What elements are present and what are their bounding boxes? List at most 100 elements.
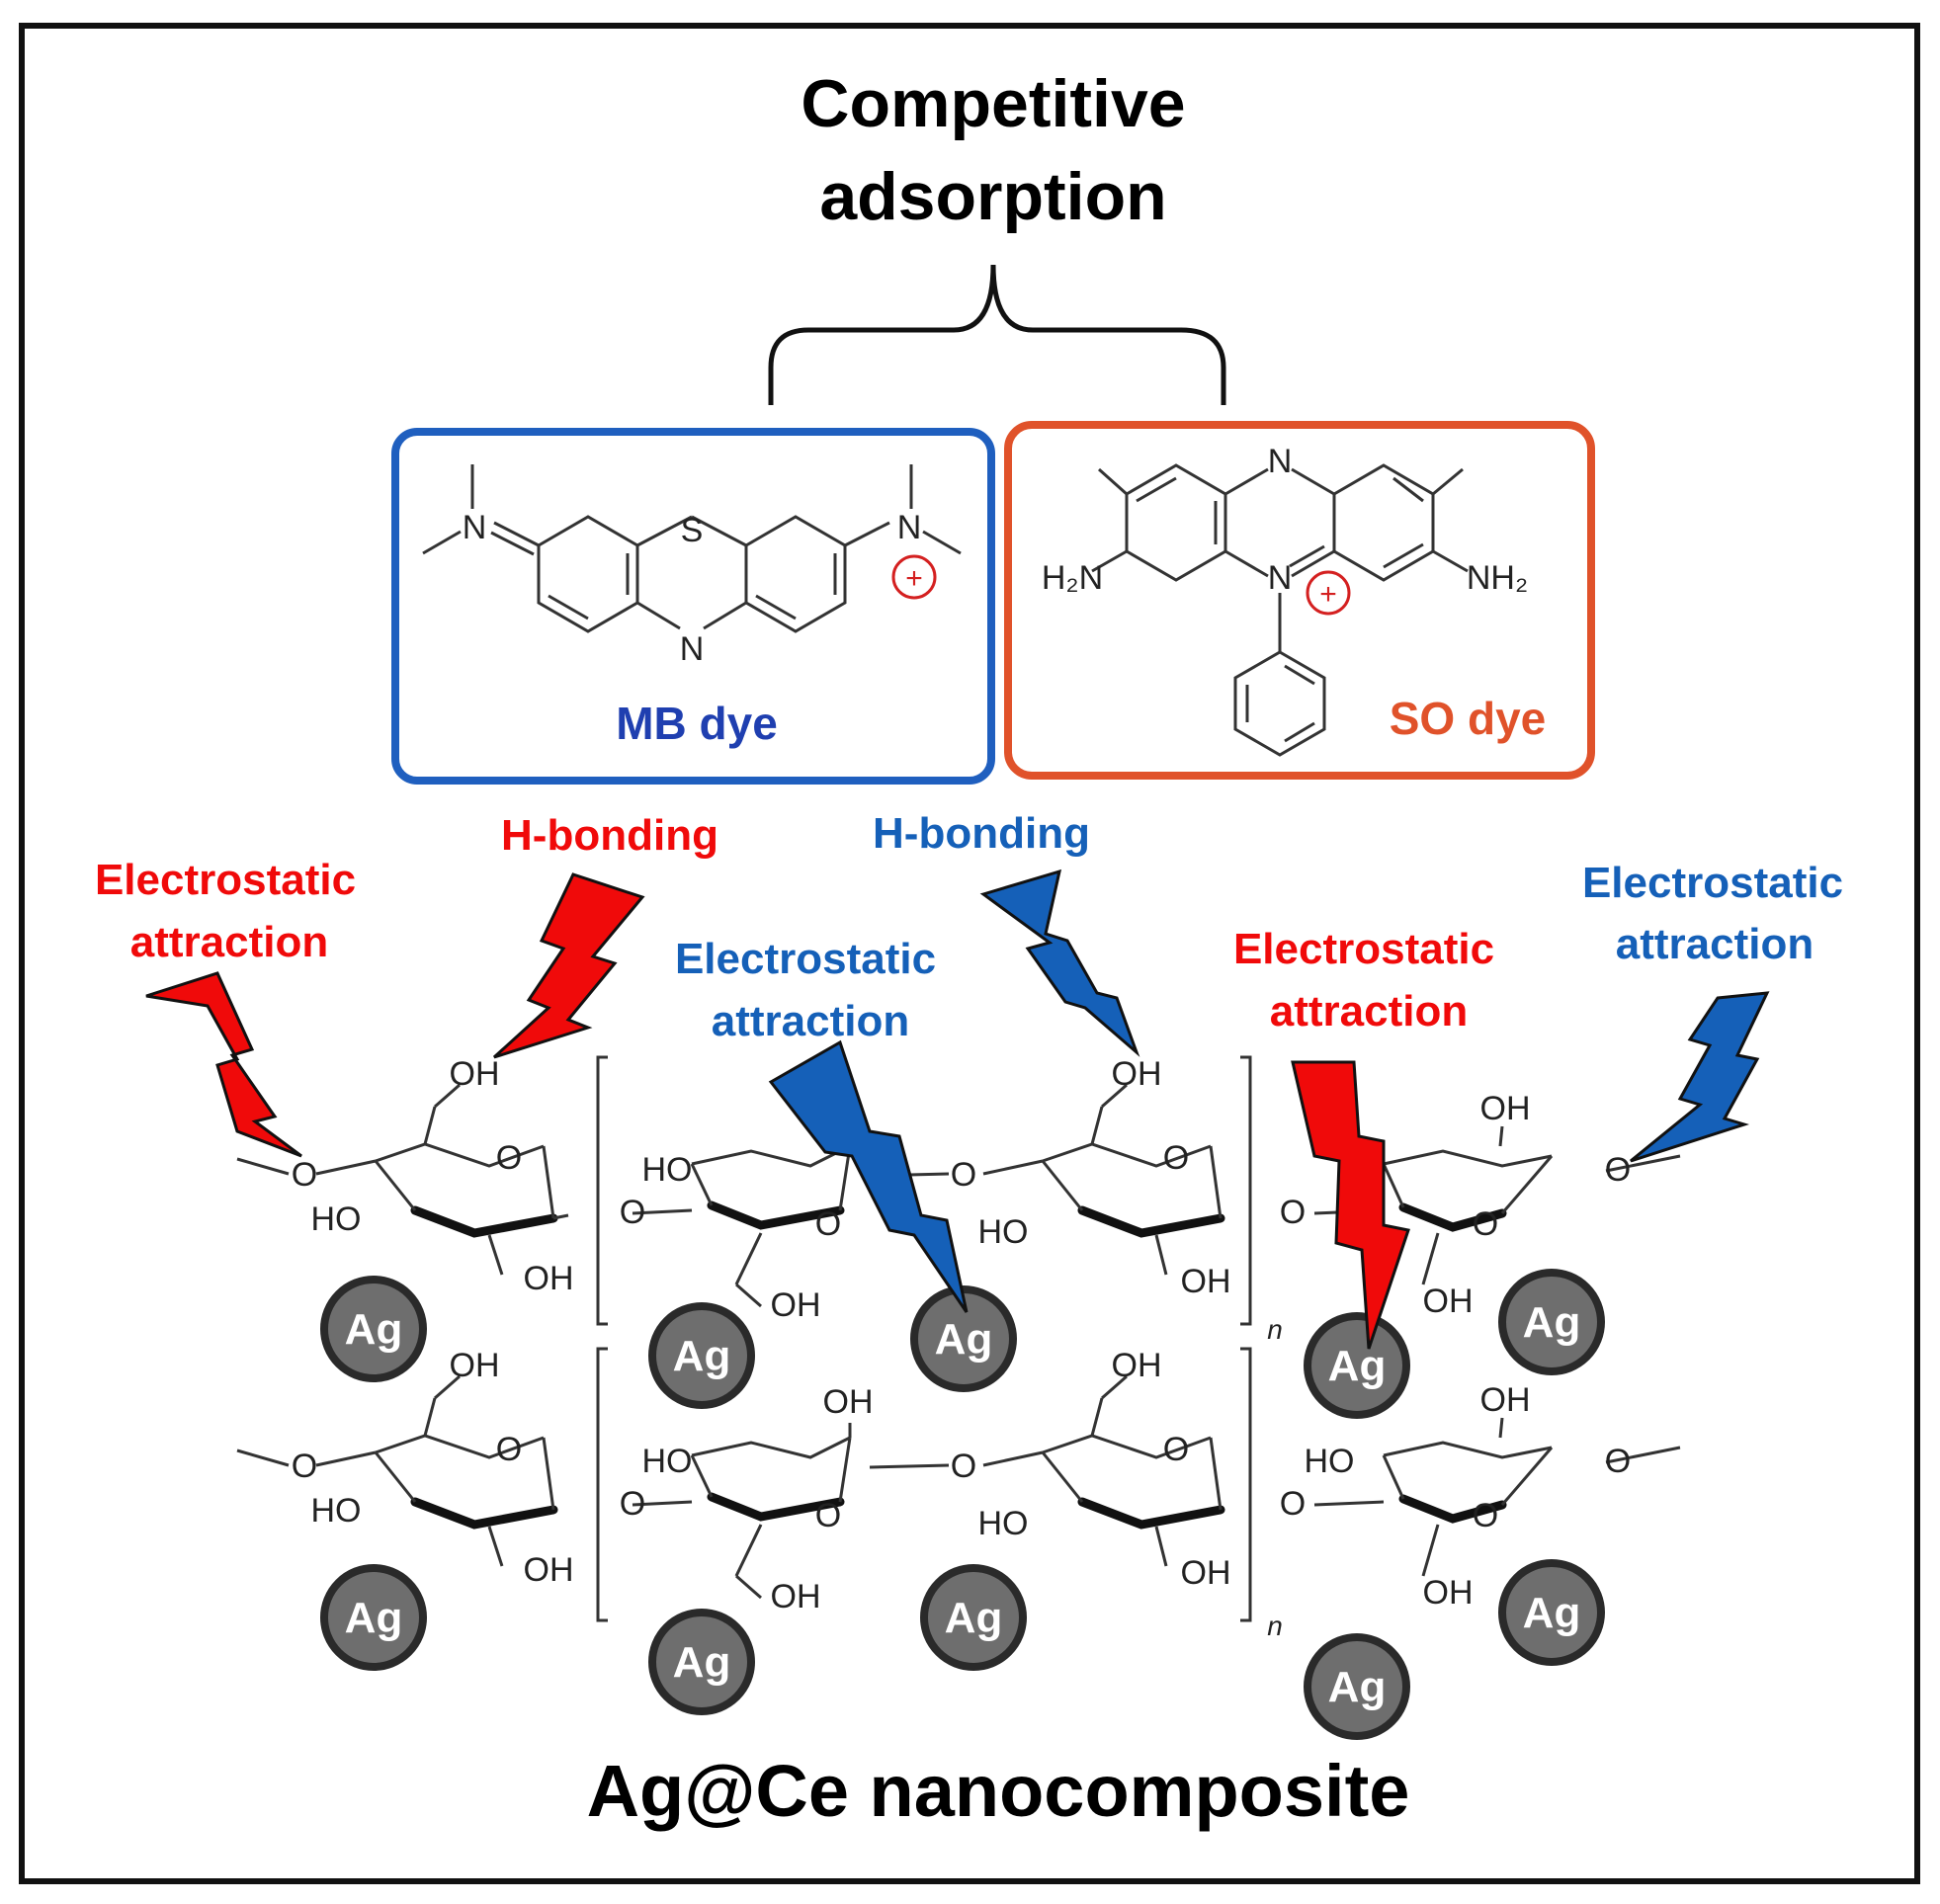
atom-label: O: [292, 1156, 317, 1194]
lightning-bolt-icon: [1630, 991, 1770, 1163]
atom-label: OH: [1423, 1574, 1474, 1612]
atom-label: OH: [1480, 1090, 1531, 1127]
atom-label: O: [951, 1448, 976, 1485]
label-electrostatic-3-line2: attraction: [1270, 987, 1468, 1035]
atom-label: HO: [311, 1200, 362, 1238]
curly-brace: [768, 264, 1226, 405]
ag-particle: Ag: [320, 1276, 427, 1382]
atom-label: HO: [642, 1151, 693, 1189]
mb-dye-label: MB dye: [616, 698, 778, 749]
atom-label: OH: [1112, 1055, 1162, 1093]
atom-label: O: [951, 1156, 976, 1194]
bottom-title: Ag@Ce nanocomposite: [587, 1750, 1410, 1832]
label-electrostatic-1-line2: attraction: [130, 918, 328, 966]
atom-label: HO: [642, 1443, 693, 1480]
atom-label: OH: [524, 1260, 574, 1297]
mb-atom-n-left: N: [463, 509, 487, 546]
ag-particle: Ag: [1498, 1559, 1605, 1666]
so-dye-label: SO dye: [1390, 693, 1547, 744]
atom-label: O: [1473, 1497, 1498, 1534]
so-positive-charge-sign: +: [1319, 578, 1337, 611]
atom-label: O: [815, 1205, 841, 1243]
label-electrostatic-2-line2: attraction: [712, 997, 909, 1045]
ag-particle: Ag: [920, 1564, 1027, 1671]
atom-label: O: [1605, 1443, 1631, 1480]
ag-particle: Ag: [648, 1609, 755, 1715]
atom-label: O: [1605, 1151, 1631, 1189]
so-dye-panel: N N H₂N NH₂ + SO dye: [1004, 421, 1595, 780]
mb-structure: [422, 464, 962, 633]
ag-particle: Ag: [1498, 1269, 1605, 1375]
label-hbonding-blue: H-bonding: [873, 809, 1090, 858]
title-line-2: adsorption: [819, 159, 1166, 234]
atom-label: O: [1163, 1139, 1189, 1177]
lightning-bolt-icon: [1291, 1060, 1410, 1350]
atom-label: HO: [1305, 1443, 1355, 1480]
label-electrostatic-2-line1: Electrostatic: [675, 935, 936, 983]
mb-atom-n-right: N: [897, 509, 922, 546]
so-dye-box: [1004, 421, 1595, 780]
atom-label: O: [1163, 1431, 1189, 1468]
svg-text:Ag: Ag: [345, 1305, 403, 1354]
svg-text:Ag: Ag: [935, 1315, 993, 1364]
label-electrostatic-4-line1: Electrostatic: [1582, 859, 1843, 907]
ag-particle: Ag: [320, 1564, 427, 1671]
atom-label: OH: [1112, 1347, 1162, 1384]
ag-particle: Ag: [1304, 1633, 1410, 1740]
so-atom-n-bridge: N: [1268, 443, 1293, 480]
svg-text:Ag: Ag: [945, 1594, 1003, 1642]
svg-text:Ag: Ag: [1328, 1663, 1387, 1711]
ag-particle: Ag: [648, 1302, 755, 1409]
svg-text:Ag: Ag: [1523, 1589, 1581, 1637]
atom-label: HO: [978, 1213, 1029, 1251]
cellulose-chain-bottom: [236, 1347, 1681, 1622]
atom-label: O: [815, 1497, 841, 1534]
atom-label: n: [1267, 1611, 1283, 1641]
mb-positive-charge-icon: [891, 554, 937, 600]
label-hbonding-red: H-bonding: [501, 811, 718, 860]
atom-label: O: [496, 1431, 522, 1468]
so-positive-charge-icon: [1306, 570, 1351, 616]
ag-particles: Ag Ag Ag Ag Ag Ag Ag Ag Ag Ag: [320, 1269, 1605, 1740]
atom-label: OH: [450, 1347, 500, 1384]
lightning-bolt-icon: [768, 1039, 969, 1313]
mb-dye-box: [391, 428, 995, 785]
svg-text:Ag: Ag: [1523, 1298, 1581, 1347]
lightning-bolt-icon: [145, 971, 302, 1158]
atom-label: O: [292, 1448, 317, 1485]
atom-label: HO: [311, 1492, 362, 1530]
label-electrostatic-3-line1: Electrostatic: [1233, 925, 1494, 973]
ag-particle: Ag: [910, 1285, 1017, 1392]
atom-label: O: [1280, 1194, 1306, 1231]
atom-label: OH: [1181, 1263, 1231, 1300]
so-structure: [1091, 463, 1469, 757]
outer-frame: [19, 23, 1920, 1884]
atom-label: n: [1267, 1314, 1283, 1345]
mb-atom-s: S: [681, 512, 704, 549]
atom-label: O: [1280, 1485, 1306, 1523]
mb-positive-charge-sign: +: [905, 562, 923, 595]
cellulose-bottom-labels: O OH O HO OH O HO OH O OH O OH O HO OH n…: [292, 1347, 1631, 1641]
mb-dye-panel: S N N N + MB dye: [391, 428, 995, 785]
atom-label: OH: [450, 1055, 500, 1093]
interaction-bolts: [145, 869, 1770, 1350]
atom-label: OH: [1181, 1554, 1231, 1592]
mb-atom-n-bridge: N: [680, 630, 705, 668]
svg-text:Ag: Ag: [1328, 1342, 1387, 1390]
label-electrostatic-1-line1: Electrostatic: [95, 856, 356, 904]
atom-label: OH: [1480, 1381, 1531, 1419]
atom-label: OH: [524, 1551, 574, 1589]
atom-label: OH: [771, 1578, 821, 1615]
so-atom-n-center: N: [1268, 559, 1293, 597]
atom-label: O: [496, 1139, 522, 1177]
mechanism-labels: Electrostatic attraction H-bonding H-bon…: [95, 809, 1843, 1045]
atom-label: O: [620, 1485, 645, 1523]
lightning-bolt-icon: [492, 872, 645, 1059]
atom-label: HO: [978, 1505, 1029, 1542]
atom-label: OH: [1423, 1283, 1474, 1320]
lightning-bolt-icon: [979, 869, 1140, 1057]
atom-label: OH: [771, 1286, 821, 1324]
atom-label: OH: [823, 1383, 874, 1421]
so-atom-nh2: NH₂: [1467, 559, 1528, 597]
